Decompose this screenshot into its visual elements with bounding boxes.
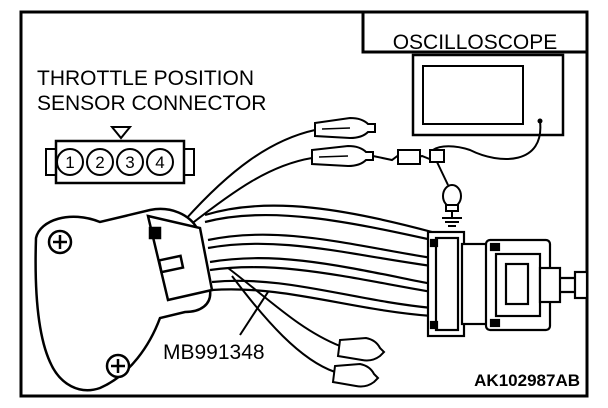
connector-label-line2: SENSOR CONNECTOR [37,92,266,115]
harness-part-label: MB991348 [163,341,265,364]
harness-wires [204,204,433,318]
pin-4 [146,148,174,176]
diagram-border [19,10,589,398]
oscilloscope-label: OSCILLOSCOPE [393,31,558,54]
connector-label-line1: THROTTLE POSITION [37,67,254,90]
pin-2-label: 2 [95,153,104,172]
oscilloscope-device [411,53,565,137]
alligator-clip-icon [336,336,386,362]
upper-clip-leads [184,116,445,226]
pin-1-label: 1 [65,153,74,172]
bulb-icon [442,184,462,208]
vehicle-connector [426,230,589,338]
key-triangle-icon [109,126,133,140]
lower-clip-leads [227,267,386,388]
pin-2 [86,148,114,176]
test-bulb-ground [436,161,462,227]
oscilloscope-label-box [361,10,589,54]
part-leader-line [239,291,269,336]
pin-3-label: 3 [125,153,134,172]
alligator-clip-icon [331,362,380,388]
pin-1 [56,148,84,176]
pin-4-label: 4 [155,153,164,172]
connector-pinout: 1 2 3 4 [45,126,195,185]
oscilloscope-probe-wire [432,120,542,160]
pin-3 [116,148,144,176]
figure-code: AK102987AB [474,371,580,390]
throttle-position-sensor [34,207,214,392]
